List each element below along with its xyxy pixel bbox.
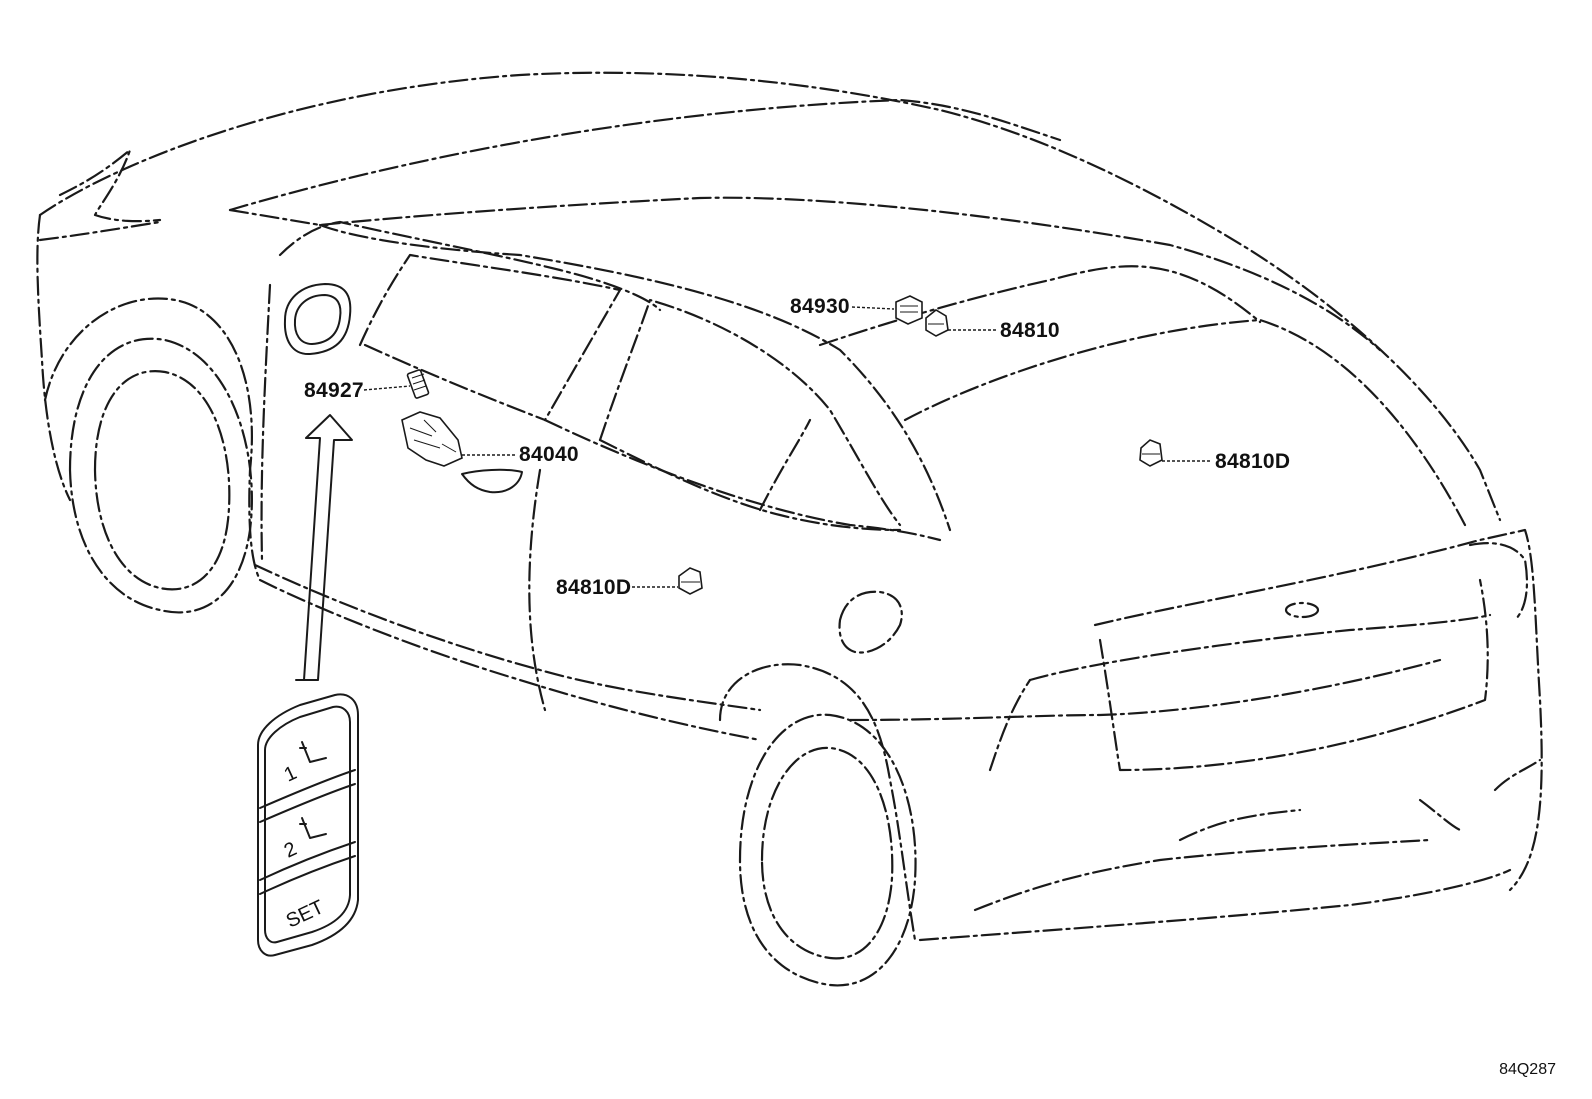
part-84927-switch [406,369,430,399]
memory-set-button-label[interactable]: SET [283,896,328,932]
callout-84930: 84930 [790,295,850,318]
memory-button-2-label[interactable]: 2 [281,838,300,863]
part-84040-switch [401,411,463,467]
part-84930-switch [895,295,923,325]
callout-84040: 84040 [519,443,579,466]
part-84810-switch [925,309,949,337]
part-84810D-roof-switch [1139,439,1163,467]
car-body-outline [36,71,1543,987]
side-mirror [283,283,352,356]
memory-seat-switch-panel [257,693,359,957]
door-handle [461,468,523,494]
leader-lines [363,306,1212,588]
callout-84810D-roof: 84810D [1215,450,1290,473]
location-arrow [295,414,353,681]
callout-84810D-door: 84810D [556,576,631,599]
figure-id: 84Q287 [1499,1061,1556,1078]
callout-84927: 84927 [304,379,364,402]
memory-button-1-label[interactable]: 1 [281,762,300,787]
part-84810D-door-switch [678,567,703,595]
callout-84810: 84810 [1000,319,1060,342]
